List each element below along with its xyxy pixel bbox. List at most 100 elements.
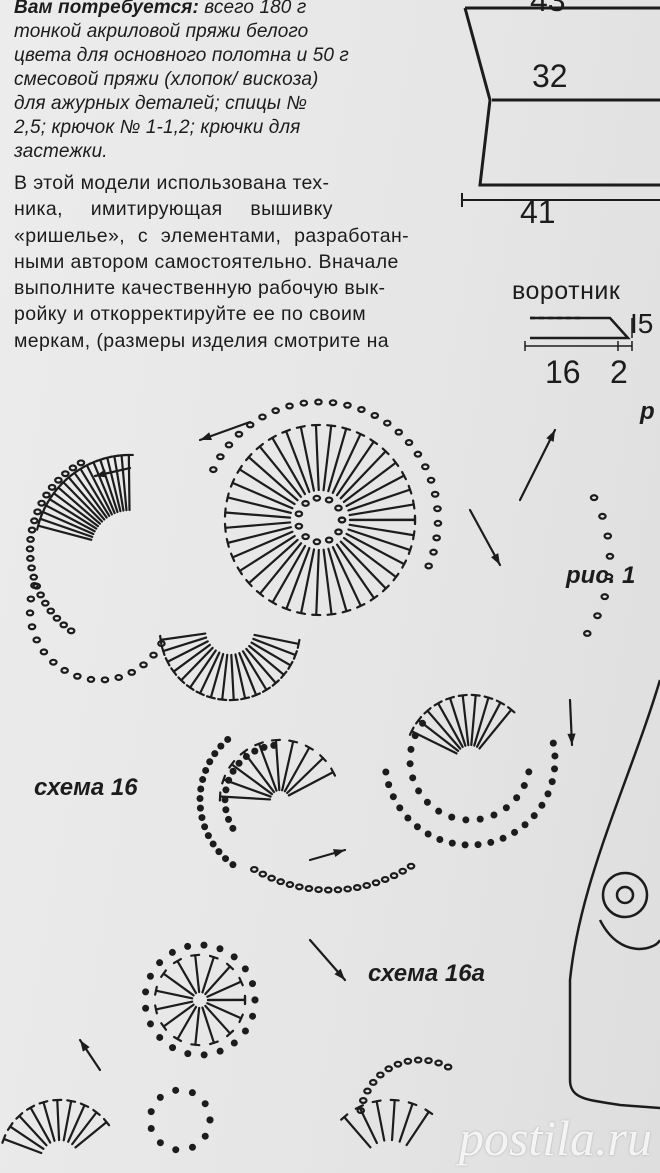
stitch-bar bbox=[415, 715, 423, 725]
sc-stitch bbox=[202, 766, 210, 774]
requirements-lead: Вам потребуется: bbox=[14, 0, 199, 18]
stitch-post bbox=[201, 956, 215, 994]
stitch-bar bbox=[223, 507, 227, 518]
stitch-post bbox=[257, 742, 278, 792]
body-line: выполните качественную рабочую вык- bbox=[14, 277, 386, 300]
stitch-post bbox=[106, 456, 122, 513]
stitch-post bbox=[62, 481, 104, 523]
stitch-bar bbox=[172, 957, 182, 965]
sc-stitch bbox=[146, 1020, 154, 1028]
stitch-post bbox=[417, 719, 460, 752]
stitch-post bbox=[209, 652, 225, 699]
chain-stitch bbox=[328, 399, 338, 407]
stitch-post bbox=[242, 750, 276, 794]
sc-stitch bbox=[385, 781, 393, 789]
stitch-post bbox=[347, 528, 412, 552]
stitch-bar bbox=[341, 609, 352, 614]
chain-stitch bbox=[157, 640, 166, 648]
stitch-bar bbox=[228, 760, 236, 769]
stitch-bar bbox=[389, 1098, 400, 1102]
body-line: В этой модели использована тех- bbox=[14, 172, 330, 194]
stitch-post bbox=[274, 739, 281, 792]
stitch-bar bbox=[245, 578, 253, 588]
stitch-post bbox=[57, 486, 101, 525]
chain-stitch bbox=[54, 476, 63, 484]
chain-stitch bbox=[389, 872, 399, 880]
sc-stitch bbox=[209, 840, 217, 848]
stitch-post bbox=[42, 1101, 56, 1142]
stitch-post bbox=[62, 1099, 73, 1142]
stitch-bar bbox=[271, 679, 280, 687]
chain-stitch bbox=[589, 494, 599, 502]
stitch-bar bbox=[159, 634, 163, 645]
stitch-bar bbox=[240, 696, 251, 701]
sc-stitch bbox=[211, 750, 219, 758]
stitch-post bbox=[194, 1006, 201, 1046]
stitch-bar bbox=[25, 1104, 36, 1111]
stitch-post bbox=[113, 455, 125, 512]
sc-stitch bbox=[217, 742, 225, 750]
chain-stitch bbox=[371, 879, 381, 887]
sc-stitch bbox=[225, 815, 233, 823]
body-line: ника, имитирующая вышивку bbox=[14, 198, 333, 221]
direction-arrow bbox=[518, 428, 557, 502]
stitch-post bbox=[285, 430, 311, 494]
sc-stitch bbox=[230, 1039, 238, 1047]
requirements-line: застежки. bbox=[14, 141, 108, 162]
stitch-post bbox=[345, 532, 406, 566]
stitch-post bbox=[426, 709, 462, 750]
sc-stitch bbox=[206, 1116, 214, 1124]
chain-stitch bbox=[271, 407, 280, 415]
sc-stitch bbox=[551, 765, 559, 773]
sc-stitch bbox=[200, 1051, 208, 1059]
chain-stitch bbox=[368, 1078, 378, 1086]
stitch-post bbox=[172, 643, 211, 673]
stitch-bar bbox=[154, 985, 158, 996]
stitch-post bbox=[162, 972, 195, 997]
collar-height: I5 bbox=[630, 308, 654, 339]
chain-stitch bbox=[46, 607, 56, 615]
stitch-post bbox=[194, 954, 201, 994]
chain-stitch bbox=[30, 581, 39, 589]
chain-stitch bbox=[149, 651, 158, 659]
sc-stitch bbox=[435, 807, 443, 815]
sc-stitch bbox=[382, 768, 390, 776]
sc-stitch bbox=[201, 1132, 209, 1140]
stitch-post bbox=[285, 546, 311, 610]
stitch-bar bbox=[190, 953, 201, 957]
chain-stitch bbox=[52, 614, 62, 622]
sc-stitch bbox=[204, 832, 212, 840]
sc-stitch bbox=[407, 745, 415, 753]
stitch-bar bbox=[217, 698, 228, 702]
stitch-post bbox=[327, 547, 348, 613]
stitch-bar bbox=[457, 693, 468, 697]
arrow-head bbox=[333, 849, 345, 858]
chain-stitch bbox=[376, 1071, 385, 1079]
stitch-bar bbox=[195, 690, 205, 697]
stitch-post bbox=[470, 694, 477, 747]
stitch-post bbox=[230, 763, 274, 796]
sc-stitch bbox=[409, 774, 417, 782]
stitch-post bbox=[331, 432, 362, 494]
stitch-post bbox=[286, 757, 325, 795]
stitch-bar bbox=[287, 660, 294, 670]
stitch-post bbox=[343, 1115, 372, 1149]
chain-stitch bbox=[68, 464, 78, 472]
chain-stitch bbox=[295, 883, 304, 891]
chain-stitch bbox=[42, 491, 51, 499]
stitch-bar bbox=[102, 1117, 111, 1127]
chain-stitch bbox=[324, 536, 334, 544]
sc-stitch bbox=[406, 760, 414, 768]
sc-stitch bbox=[423, 798, 431, 806]
chain-stitch bbox=[424, 562, 433, 570]
sc-stitch bbox=[188, 1143, 196, 1151]
collar-label: воротник bbox=[512, 277, 621, 305]
stitch-post bbox=[159, 632, 207, 641]
sc-stitch bbox=[230, 953, 238, 961]
arrow-head bbox=[334, 968, 345, 980]
chain-stitch bbox=[413, 450, 423, 458]
chain-stitch bbox=[357, 406, 366, 414]
stitch-post bbox=[448, 697, 467, 747]
stitch-bar bbox=[92, 1108, 101, 1116]
chain-stitch bbox=[433, 519, 443, 527]
